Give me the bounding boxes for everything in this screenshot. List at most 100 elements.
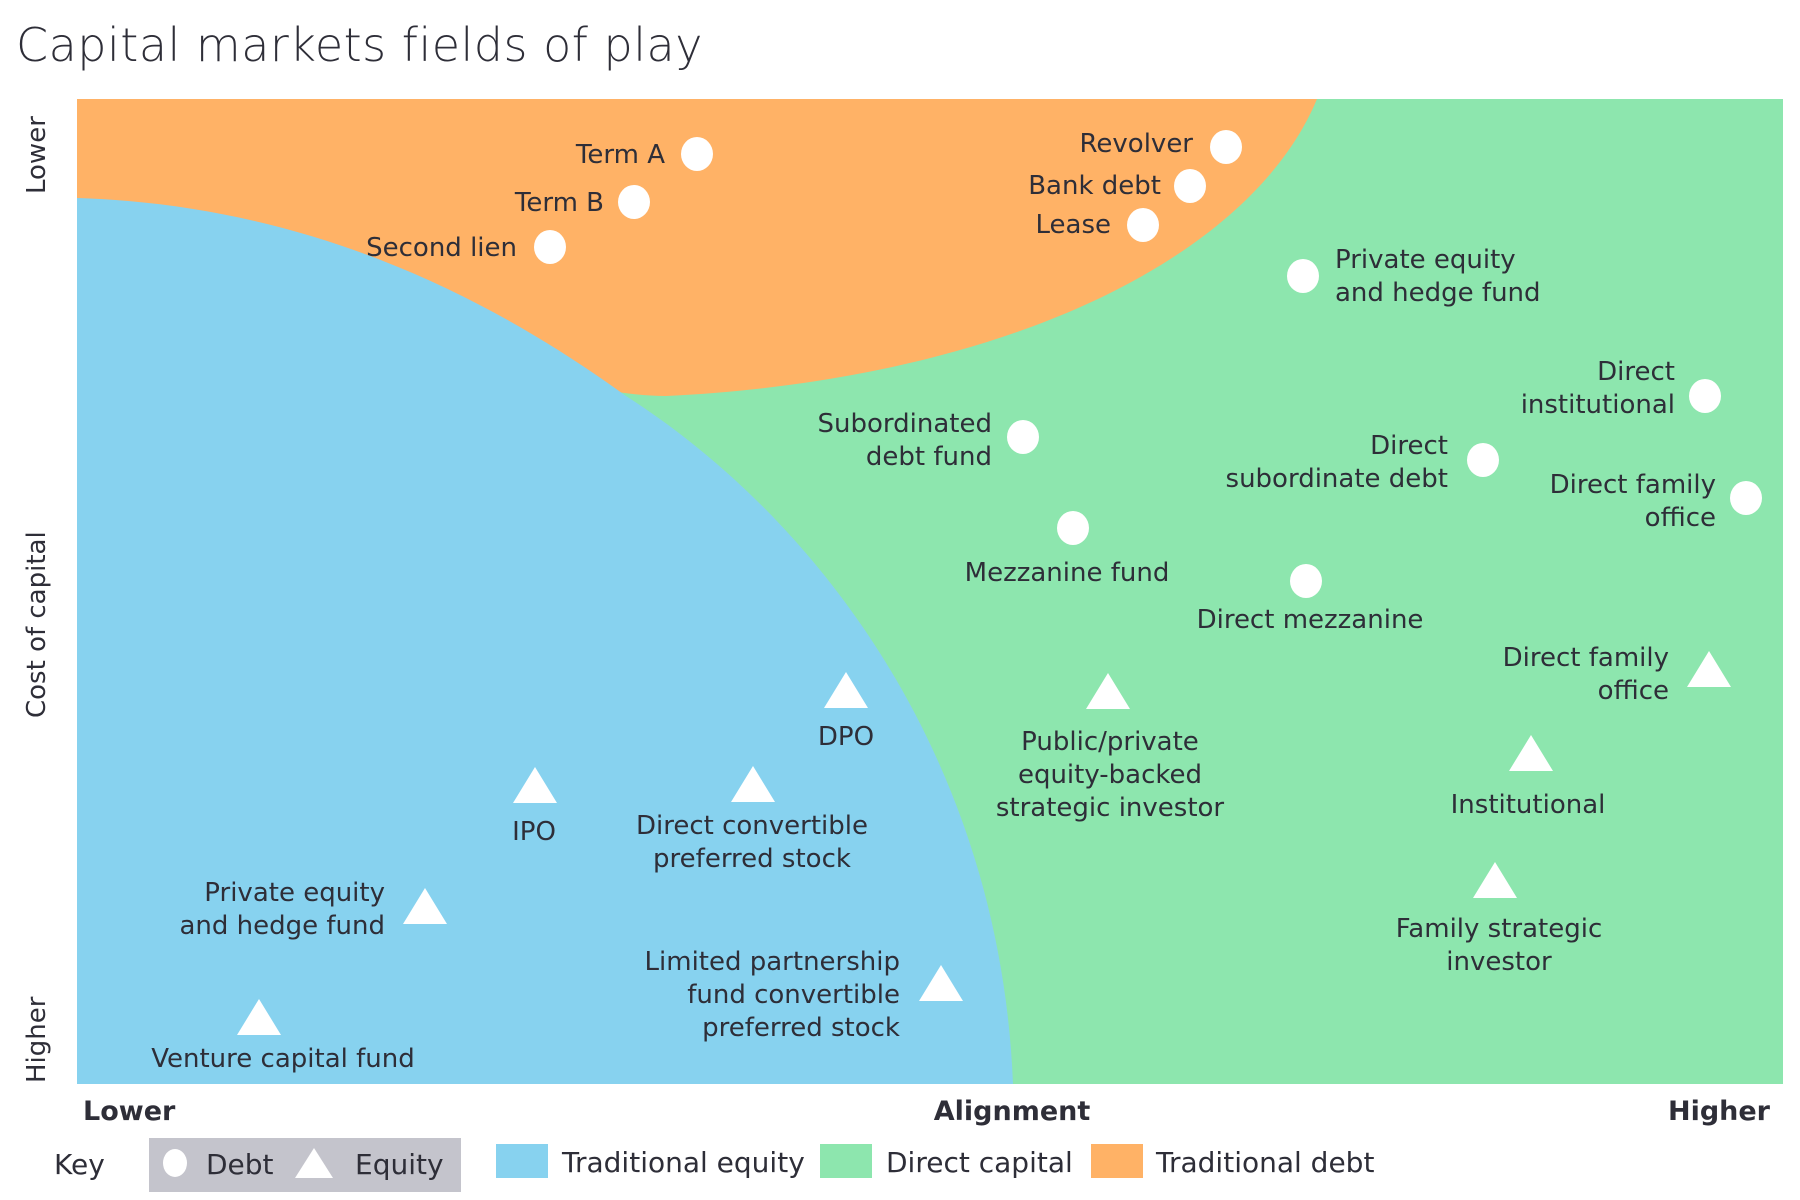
equity-triangle-icon <box>1509 735 1553 771</box>
point-label-second-lien: Second lien <box>366 233 517 263</box>
point-label-line: Family strategic <box>1396 914 1603 944</box>
debt-circle-icon <box>1007 420 1039 454</box>
point-label-line: DPO <box>818 722 874 752</box>
point-label-line: office <box>1645 503 1716 533</box>
region-traditional-equity <box>77 198 1013 1084</box>
legend: Key Debt Equity Traditional equity Direc… <box>0 1136 1800 1192</box>
point-label-line: Revolver <box>1080 129 1194 159</box>
point-label-line: Direct family <box>1503 643 1669 673</box>
equity-triangle-icon <box>919 965 963 1001</box>
point-label-line: Bank debt <box>1028 171 1161 201</box>
debt-circle-icon <box>1730 481 1762 515</box>
point-label-line: preferred stock <box>653 844 851 874</box>
equity-triangle-icon <box>403 888 447 924</box>
debt-circle-icon <box>1467 443 1499 477</box>
x-axis-right-label: Higher <box>1668 1096 1771 1127</box>
debt-circle-icon <box>1287 259 1319 293</box>
equity-triangle-icon <box>295 1148 333 1178</box>
point-label-institutional: Institutional <box>1451 790 1606 820</box>
x-axis-title: Alignment <box>934 1096 1091 1127</box>
equity-triangle-icon <box>1086 673 1130 709</box>
legend-swatch-direct-capital <box>820 1144 872 1178</box>
point-label-line: Direct <box>1597 357 1675 387</box>
point-label-line: equity-backed <box>1018 760 1202 790</box>
y-axis-bottom-label: Higher <box>22 996 52 1083</box>
point-label-line: office <box>1598 676 1669 706</box>
point-label-revolver: Revolver <box>1080 129 1194 159</box>
equity-triangle-icon <box>731 766 775 802</box>
legend-label-traditional-debt: Traditional debt <box>1156 1146 1375 1179</box>
legend-marker-key: Debt Equity <box>149 1138 461 1192</box>
point-label-line: and hedge fund <box>1335 278 1541 308</box>
point-label-line: and hedge fund <box>179 911 385 941</box>
point-label-line: Institutional <box>1451 790 1606 820</box>
point-label-line: Direct <box>1370 431 1448 461</box>
legend-key-label: Key <box>54 1148 105 1181</box>
point-label-mezzanine-fund: Mezzanine fund <box>965 558 1170 588</box>
debt-circle-icon <box>1174 169 1206 203</box>
point-label-bank-debt: Bank debt <box>1028 171 1161 201</box>
equity-triangle-icon <box>513 767 557 803</box>
legend-label-direct-capital: Direct capital <box>886 1146 1073 1179</box>
page-title: Capital markets fields of play <box>16 18 703 72</box>
debt-circle-icon <box>681 137 713 171</box>
point-label-line: preferred stock <box>702 1013 900 1043</box>
equity-triangle-icon <box>824 672 868 708</box>
y-axis-top-label: Lower <box>22 116 52 194</box>
debt-circle-icon <box>1057 511 1089 545</box>
point-label-term-a: Term A <box>575 140 665 170</box>
x-axis-left-label: Lower <box>83 1096 176 1127</box>
point-label-line: subordinate debt <box>1226 464 1448 494</box>
point-label-line: Private equity <box>1335 245 1516 275</box>
legend-equity-label: Equity <box>355 1148 444 1181</box>
point-label-ipo: IPO <box>512 817 556 847</box>
point-label-lease: Lease <box>1036 210 1112 240</box>
debt-circle-icon <box>534 230 566 264</box>
debt-circle-icon <box>1127 208 1159 242</box>
debt-circle-icon <box>1290 564 1322 598</box>
region-traditional-debt <box>77 99 1317 396</box>
point-label-line: Limited partnership <box>645 947 900 977</box>
legend-label-traditional-equity: Traditional equity <box>562 1146 805 1179</box>
point-label-line: Direct convertible <box>636 811 868 841</box>
point-label-line: Subordinated <box>818 409 992 439</box>
point-label-line: IPO <box>512 817 556 847</box>
equity-triangle-icon <box>237 999 281 1035</box>
point-label-line: Private equity <box>204 878 385 908</box>
y-axis-title: Cost of capital <box>22 531 52 718</box>
point-label-venture-capital-fund: Venture capital fund <box>151 1044 414 1074</box>
point-label-line: debt fund <box>866 442 992 472</box>
point-label-line: Direct family <box>1550 470 1716 500</box>
point-label-line: strategic investor <box>996 793 1225 823</box>
equity-triangle-icon <box>1473 862 1517 898</box>
point-label-line: Second lien <box>366 233 517 263</box>
debt-circle-icon <box>1689 379 1721 413</box>
point-label-line: investor <box>1446 947 1552 977</box>
point-label-line: institutional <box>1521 390 1675 420</box>
debt-circle-icon <box>163 1149 187 1177</box>
debt-circle-icon <box>618 185 650 219</box>
legend-swatch-traditional-debt <box>1091 1144 1143 1178</box>
point-label-line: Mezzanine fund <box>965 558 1170 588</box>
point-label-line: Term A <box>575 140 665 170</box>
point-label-direct-mezzanine: Direct mezzanine <box>1197 605 1424 635</box>
legend-debt-label: Debt <box>206 1148 274 1181</box>
legend-swatch-traditional-equity <box>496 1144 548 1178</box>
point-label-dpo: DPO <box>818 722 874 752</box>
equity-triangle-icon <box>1687 651 1731 687</box>
point-label-line: Direct mezzanine <box>1197 605 1424 635</box>
debt-circle-icon <box>1210 130 1242 164</box>
point-label-term-b: Term B <box>514 188 604 218</box>
